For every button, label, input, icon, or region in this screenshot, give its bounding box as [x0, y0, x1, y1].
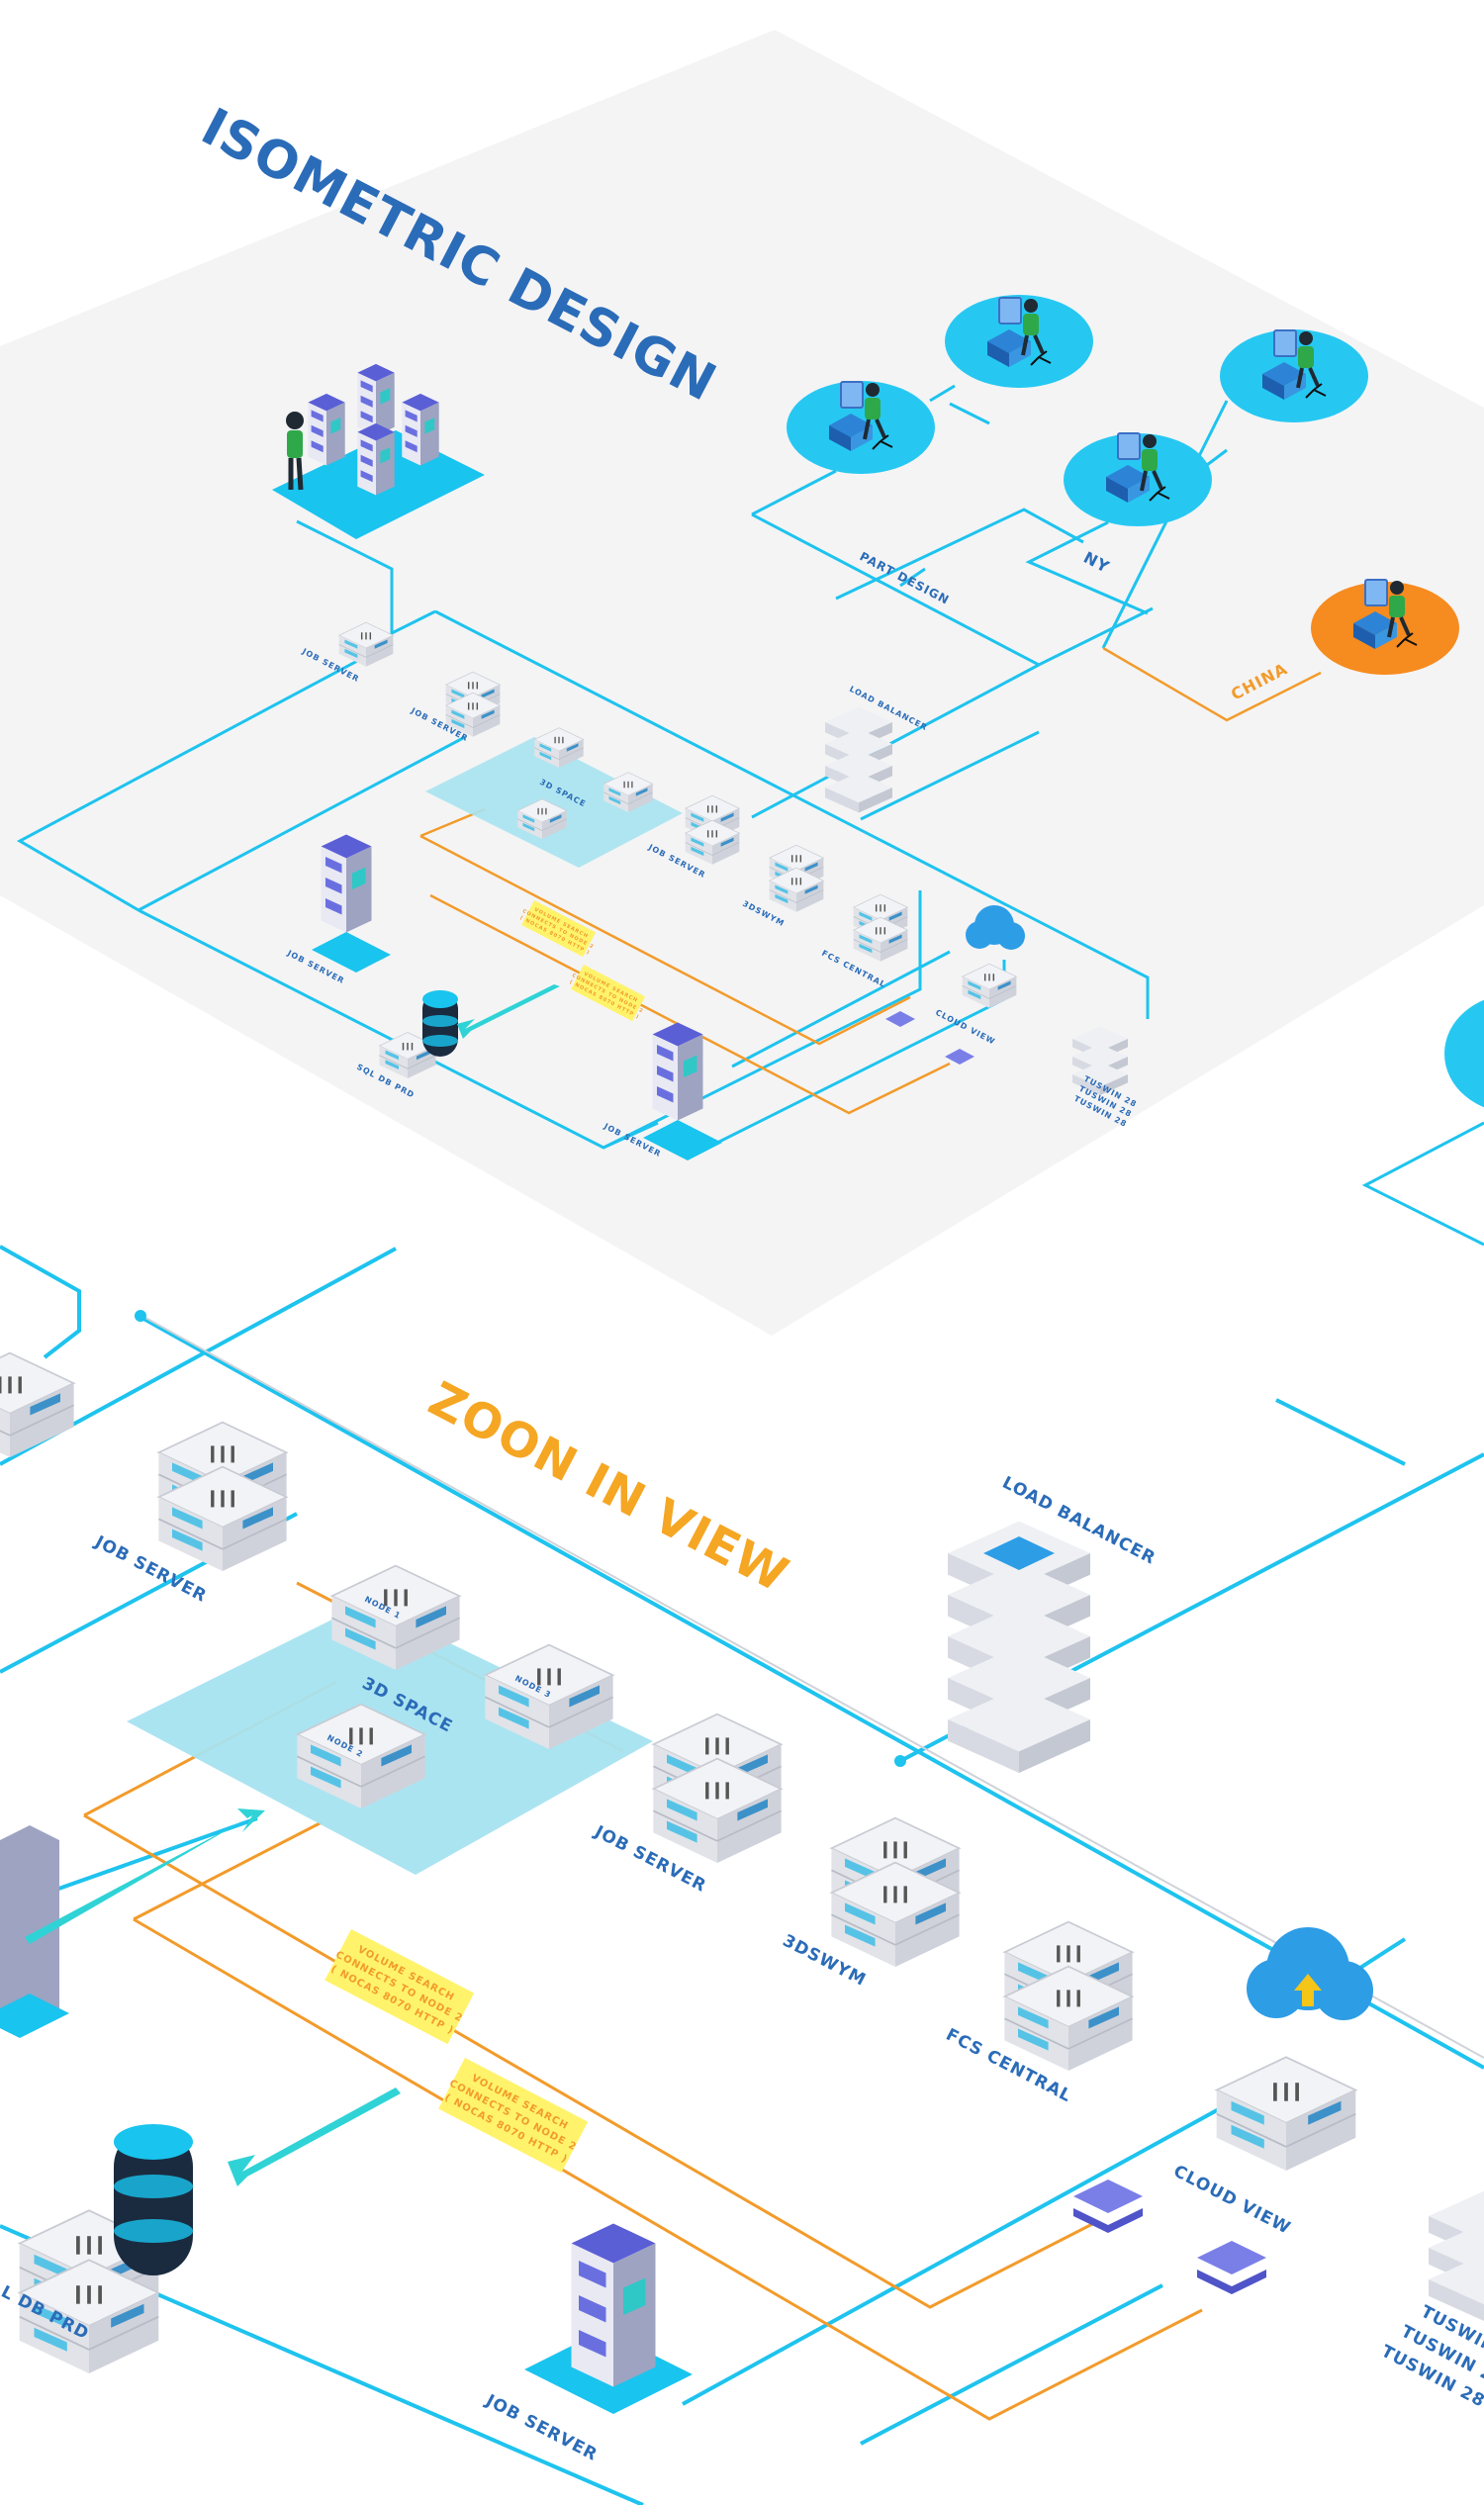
- zoom-node-dot-1: [135, 1310, 146, 1322]
- workstation-group: [787, 295, 1459, 675]
- zoom-note-2: VOLUME SEARCH CONNECTS TO NODE 2 ( NOCAS…: [438, 2058, 589, 2174]
- zoom-gray-line: [138, 1313, 1484, 2059]
- zoom-network-lines: [0, 1245, 1484, 2505]
- zoom-node-dot-2: [894, 1755, 906, 1767]
- top-network-lines: [16, 360, 1267, 1150]
- top-servers: [312, 621, 1128, 1160]
- top-platform: [0, 30, 1484, 1336]
- datacenter-cluster: [272, 363, 485, 539]
- right-partial-line: [1361, 1121, 1484, 1247]
- zoom-arrows: [25, 1809, 1345, 2186]
- zoom-servers: [0, 1350, 1484, 2414]
- zoom-note-1: VOLUME SEARCH CONNECTS TO NODE 2 ( NOCAS…: [325, 1929, 475, 2045]
- zoom-title: ZOON IN VIEW: [419, 1371, 796, 1604]
- top-3d-space-area: [425, 737, 683, 868]
- top-arrow: [457, 984, 560, 1039]
- right-partial-workstation: [1444, 999, 1484, 1108]
- zoom-label-job-server-c: JOB SERVER: [482, 2390, 602, 2465]
- zoom-label-cloud-view: CLOUD VIEW: [1170, 2162, 1294, 2239]
- workstation-links: [751, 384, 1228, 615]
